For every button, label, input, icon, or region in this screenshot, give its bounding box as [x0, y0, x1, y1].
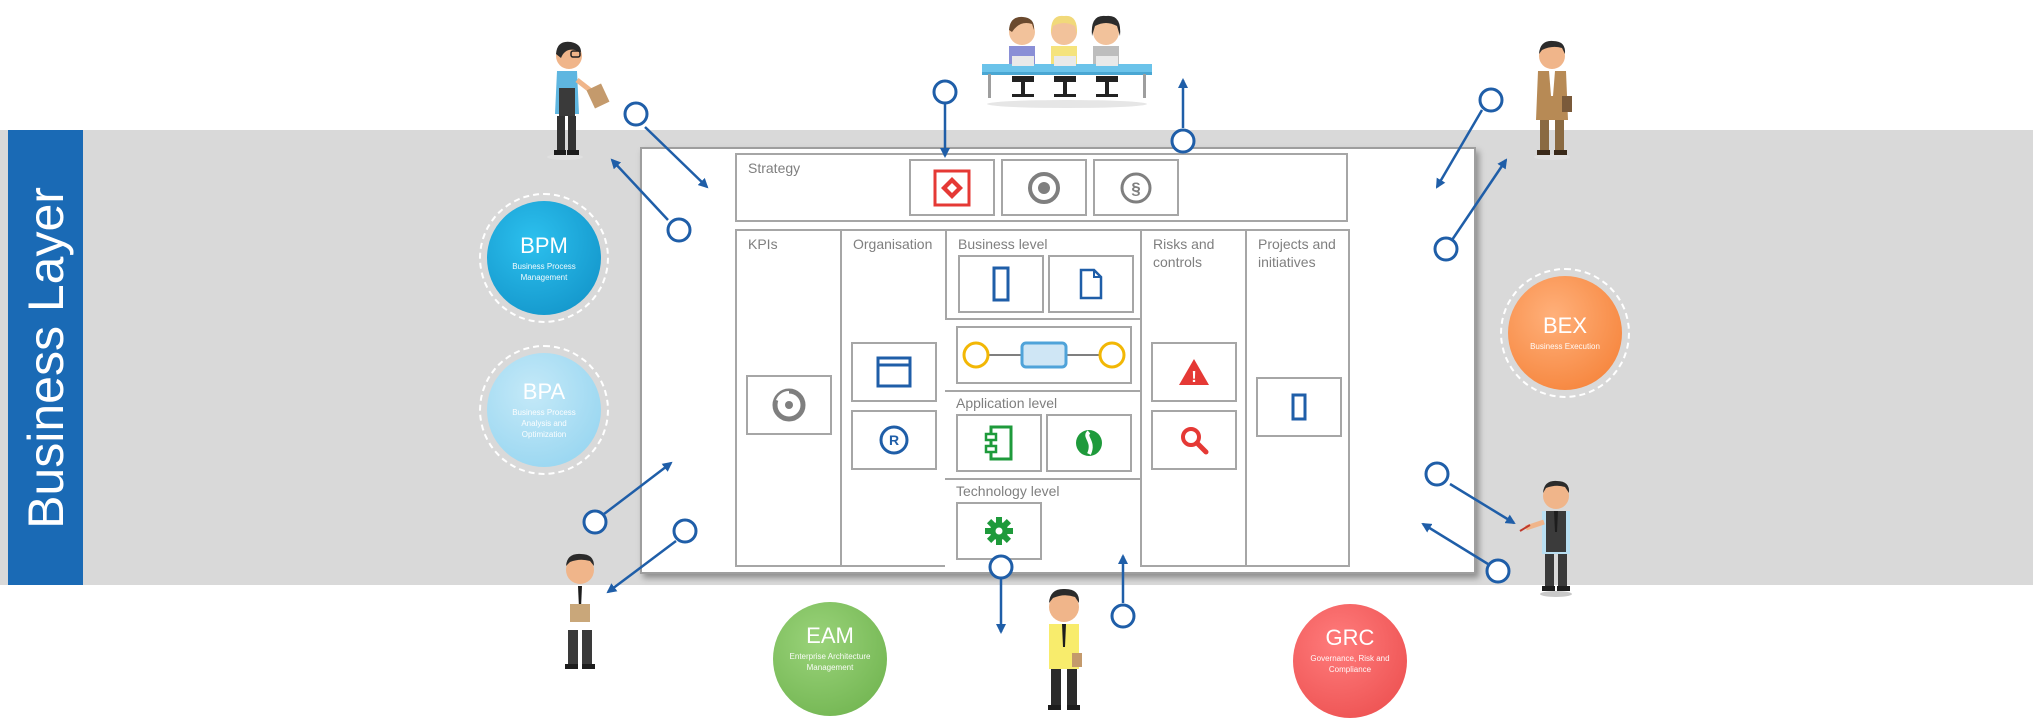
- strategy-diamond-box[interactable]: [909, 159, 995, 216]
- risks-controls-label: Risks and controls: [1153, 235, 1214, 271]
- connector-handle[interactable]: [1110, 603, 1136, 629]
- connector-handle[interactable]: [1478, 87, 1504, 113]
- connector-handle[interactable]: [582, 509, 608, 535]
- connector-arrow-grc-out: [1449, 482, 1516, 525]
- connector-arrow-bpm-out: [610, 158, 669, 221]
- application-level-subpanel: Application level: [945, 390, 1142, 480]
- strategy-label: Strategy: [748, 160, 801, 176]
- organisation-label: Organisation: [853, 236, 933, 252]
- person-analyst-icon: [547, 41, 610, 160]
- connector-arrow-grc-in: [1421, 522, 1489, 566]
- registered-symbol: R: [889, 432, 899, 448]
- person-auditor-icon: [1519, 480, 1572, 597]
- business-level-label: Business level: [958, 236, 1048, 252]
- component-icon: [984, 425, 1013, 461]
- connector-arrow-bpm-in: [644, 126, 709, 189]
- control-search-box[interactable]: [1151, 410, 1237, 470]
- role-rectangle-icon: [992, 266, 1010, 302]
- project-box[interactable]: [1256, 377, 1342, 437]
- bpa-badge[interactable]: BPA Business Process Analysis and Optimi…: [487, 353, 601, 467]
- strategy-target-box[interactable]: [1001, 159, 1087, 216]
- connector-arrow-bpa-out: [606, 540, 677, 594]
- gear-icon: [985, 517, 1013, 545]
- integration-icon: [1076, 430, 1102, 456]
- business-role-box[interactable]: [958, 255, 1044, 313]
- kpis-panel: KPIs: [735, 229, 842, 567]
- bpm-badge[interactable]: BPM Business Process Management: [487, 201, 601, 315]
- connector-handle[interactable]: [932, 79, 958, 105]
- eam-badge[interactable]: EAM Enterprise Architecture Management: [773, 602, 887, 716]
- bpm-title: BPM: [520, 232, 568, 258]
- connector-arrow-bpa-in: [603, 461, 673, 515]
- connector-handle[interactable]: [1485, 558, 1511, 584]
- strategy-panel: Strategy §: [735, 153, 1348, 222]
- registered-icon: R: [879, 425, 909, 455]
- project-rectangle-icon: [1291, 393, 1307, 421]
- risk-warning-box[interactable]: !: [1151, 342, 1237, 402]
- grc-badge[interactable]: GRC Governance, Risk and Compliance: [1293, 604, 1407, 718]
- eam-title: EAM: [806, 622, 854, 648]
- target-icon: [1028, 171, 1060, 204]
- paragraph-symbol: §: [1131, 179, 1140, 198]
- connector-handle[interactable]: [1433, 236, 1459, 262]
- bpa-subtitle: Business Process Analysis and Optimizati…: [512, 408, 576, 439]
- application-component-box[interactable]: [956, 414, 1042, 472]
- projects-initiatives-panel: Projects and initiatives: [1245, 229, 1350, 567]
- process-flow-box[interactable]: [956, 326, 1132, 384]
- application-integration-box[interactable]: [1046, 414, 1132, 472]
- bex-badge[interactable]: BEX Business Execution: [1508, 276, 1622, 390]
- magnifier-icon: [1181, 427, 1209, 455]
- warning-symbol: !: [1191, 369, 1196, 386]
- strategy-diamond-icon: [933, 169, 971, 206]
- connector-handle[interactable]: [666, 217, 692, 243]
- document-icon: [1079, 268, 1103, 300]
- paragraph-icon: §: [1120, 172, 1152, 203]
- person-executive-icon: [1534, 40, 1572, 160]
- connector-arrow-bex-out: [1450, 158, 1508, 241]
- org-registered-box[interactable]: R: [851, 410, 937, 470]
- person-worker-icon: [565, 553, 595, 669]
- org-window-box[interactable]: [851, 342, 937, 402]
- bex-title: BEX: [1542, 313, 1588, 338]
- strategy-regulation-box[interactable]: §: [1093, 159, 1179, 216]
- bpm-subtitle: Business Process Management: [512, 261, 576, 282]
- kpis-label: KPIs: [748, 236, 778, 252]
- bpm-badge-ring: [479, 193, 609, 323]
- window-icon: [876, 356, 912, 388]
- business-document-box[interactable]: [1048, 255, 1134, 313]
- process-flow-icon: [962, 341, 1126, 369]
- grc-title: GRC: [1325, 624, 1375, 650]
- bpa-badge-ring: [479, 345, 609, 475]
- grc-subtitle: Governance, Risk and Compliance: [1310, 653, 1390, 674]
- warning-icon: !: [1179, 359, 1209, 386]
- kpi-gauge-box[interactable]: [746, 375, 832, 435]
- connector-arrow-bex-in: [1435, 109, 1484, 189]
- risks-controls-label-line-1: Risks and: [1153, 236, 1215, 252]
- technology-level-label: Technology level: [956, 483, 1060, 499]
- connector-handle[interactable]: [988, 554, 1014, 580]
- connector-handle[interactable]: [1424, 461, 1450, 487]
- projects-initiatives-label-line-2: initiatives: [1258, 254, 1316, 270]
- bex-subtitle: Business Execution: [1530, 342, 1600, 351]
- projects-initiatives-label-line-1: Projects and: [1258, 236, 1336, 252]
- process-subpanel: [945, 318, 1142, 392]
- connector-handle[interactable]: [623, 101, 649, 127]
- eam-subtitle: Enterprise Architecture Management: [789, 651, 871, 672]
- application-level-label: Application level: [956, 395, 1058, 411]
- connector-handle[interactable]: [1170, 128, 1196, 154]
- connector-handle[interactable]: [672, 518, 698, 544]
- projects-initiatives-label: Projects and initiatives: [1258, 235, 1336, 271]
- meeting-group-icon: [982, 15, 1152, 108]
- business-layer-tab: [8, 130, 83, 585]
- gauge-icon: [772, 388, 806, 422]
- person-developer-icon: [1048, 588, 1082, 710]
- bpa-title: BPA: [522, 379, 566, 404]
- organisation-panel: Organisation R: [840, 229, 947, 567]
- bex-badge-ring: [1500, 268, 1630, 398]
- risks-controls-label-line-2: controls: [1153, 254, 1203, 270]
